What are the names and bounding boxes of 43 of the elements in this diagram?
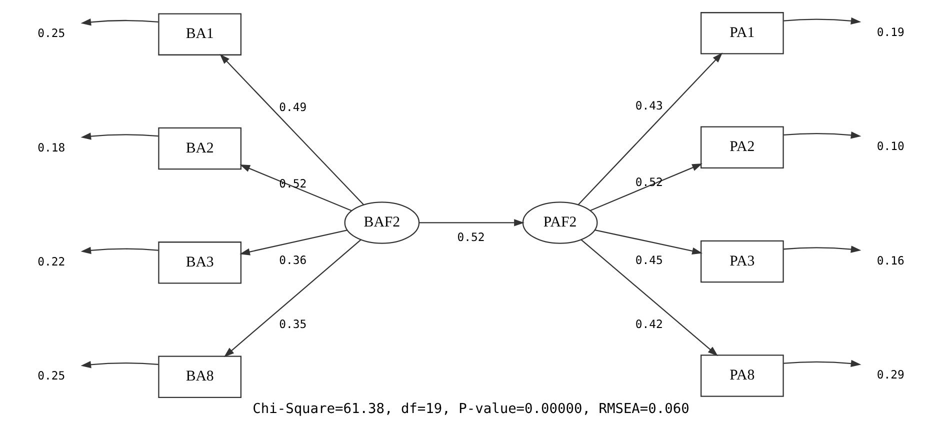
node-ellipse: PAF2 [522, 202, 598, 244]
arrow [240, 164, 352, 212]
node-text: 0.10 [876, 139, 904, 154]
node-text: 0.25 [38, 26, 66, 40]
arrow [580, 239, 718, 356]
node-box: PA2 [700, 126, 784, 168]
node-box: PA8 [700, 354, 784, 397]
node-box: BA8 [158, 356, 242, 398]
arrow [784, 17, 862, 25]
arrow [784, 360, 862, 368]
edge-label: 0.35 [279, 316, 307, 331]
edge-label: 0.45 [635, 252, 663, 267]
arrow [419, 219, 524, 226]
arrow [80, 18, 158, 26]
node-text: 0.25 [38, 368, 66, 383]
arrow [578, 52, 723, 205]
caption: Chi-Square=61.38, df=19, P-value=0.00000, RMSEA=0.060 [252, 400, 690, 417]
node-text: 0.16 [876, 253, 904, 268]
arrow [224, 239, 362, 358]
arrow [784, 246, 862, 253]
node-box: PA1 [700, 12, 784, 54]
edge-label: 0.36 [279, 252, 307, 267]
edge-label: 0.43 [635, 98, 663, 113]
edge-label: 0.49 [279, 100, 307, 114]
node-ellipse: BAF2 [344, 202, 420, 244]
arrow [784, 132, 862, 139]
node-text: 0.18 [38, 140, 66, 154]
edge-label: 0.42 [635, 316, 663, 331]
node-text: 0.19 [876, 25, 904, 40]
node-box: BA1 [158, 13, 242, 56]
node-box: BA3 [158, 242, 242, 284]
arrow [594, 229, 702, 255]
arrow [80, 246, 158, 254]
arrow [590, 164, 702, 212]
arrow [80, 361, 158, 368]
arrow [240, 230, 348, 256]
node-text: 0.29 [876, 368, 904, 382]
node-box: PA3 [700, 240, 784, 283]
arrow [220, 54, 364, 205]
arrow [80, 132, 158, 140]
node-text: 0.22 [38, 254, 66, 269]
node-box: BA2 [158, 127, 242, 170]
edge-label: 0.52 [457, 230, 485, 244]
